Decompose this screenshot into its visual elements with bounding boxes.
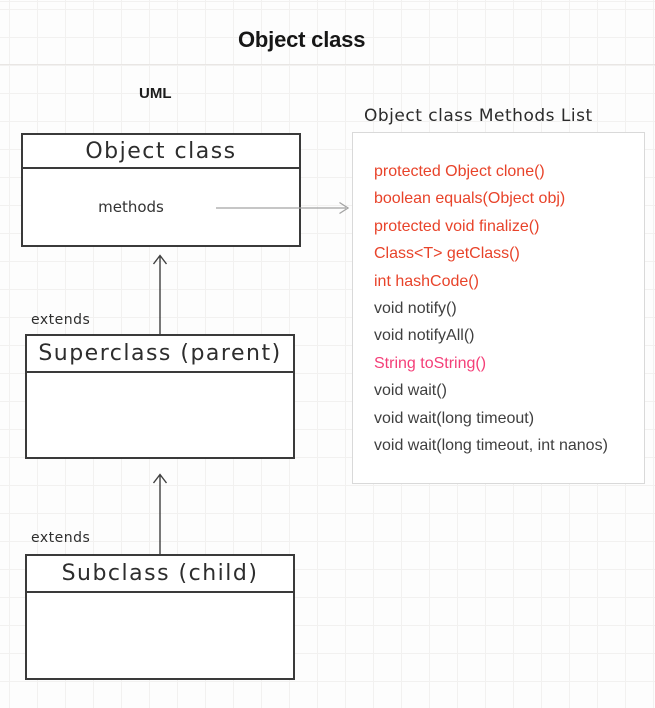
methods-panel-title: Object class Methods List	[364, 106, 593, 126]
superclass-box-body	[27, 373, 293, 457]
methods-label: methods	[98, 198, 164, 216]
up-arrow-icon	[152, 254, 168, 336]
superclass-box-header: Superclass (parent)	[27, 336, 293, 373]
object-class-box: Object class methods	[21, 133, 301, 247]
extends-label-top: extends	[31, 312, 91, 328]
up-arrow-icon	[152, 473, 168, 555]
extends-label-bottom: extends	[31, 530, 91, 546]
object-class-box-body: methods	[23, 169, 299, 245]
method-item: void notifyAll()	[374, 327, 475, 345]
method-item: void wait(long timeout)	[374, 409, 535, 427]
method-item: String toString()	[374, 354, 487, 372]
uml-section-label: UML	[139, 85, 172, 102]
methods-panel: protected Object clone() boolean equals(O…	[352, 132, 645, 484]
method-item: void wait()	[374, 382, 447, 400]
subclass-box-header: Subclass (child)	[27, 556, 293, 593]
object-class-box-header: Object class	[23, 135, 299, 169]
methods-list: protected Object clone() boolean equals(O…	[353, 133, 644, 459]
method-item: boolean equals(Object obj)	[374, 190, 566, 208]
method-item: int hashCode()	[374, 272, 479, 290]
page-title: Object class	[238, 27, 366, 52]
method-item: void wait(long timeout, int nanos)	[374, 437, 608, 455]
method-item: Class<T> getClass()	[374, 245, 520, 263]
subclass-box: Subclass (child)	[25, 554, 295, 680]
method-item: protected void finalize()	[374, 217, 540, 235]
method-item: void notify()	[374, 300, 457, 318]
subclass-box-body	[27, 593, 293, 678]
superclass-box: Superclass (parent)	[25, 334, 295, 459]
header-divider-line	[0, 64, 655, 65]
right-arrow-icon	[216, 201, 350, 215]
method-item: protected Object clone()	[374, 163, 545, 180]
